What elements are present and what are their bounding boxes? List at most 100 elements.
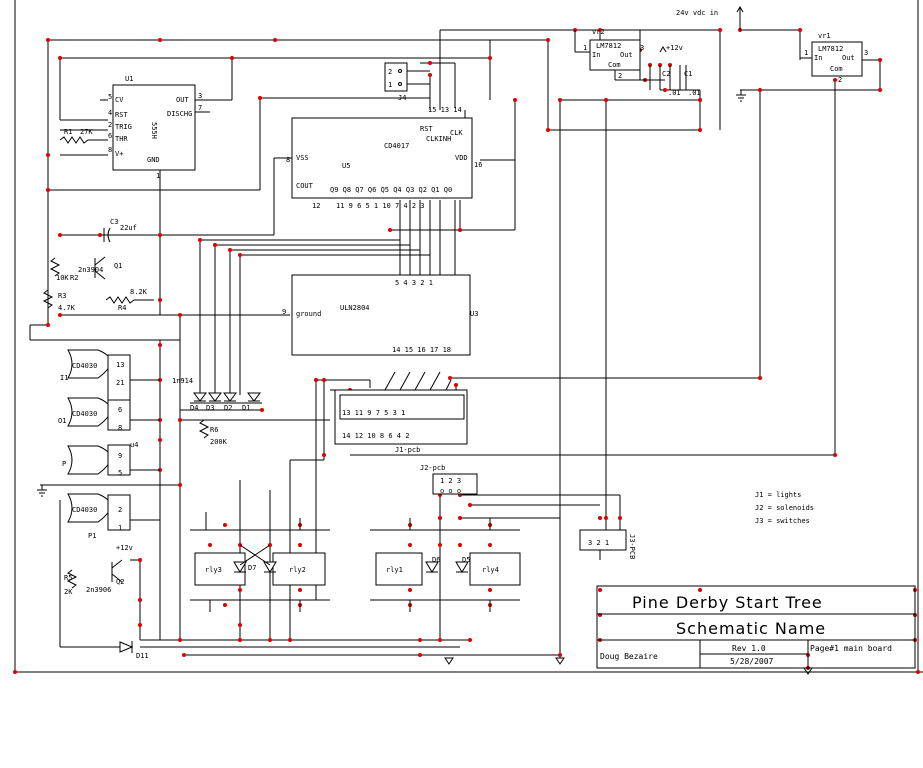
junctions	[13, 28, 920, 674]
power-input: 24v vdc in	[676, 6, 744, 30]
svg-text:RST: RST	[115, 111, 128, 119]
svg-text:Out: Out	[620, 51, 633, 59]
svg-text:16: 16	[474, 161, 482, 169]
j4: 2 1 J4	[384, 62, 430, 102]
svg-text:Out: Out	[842, 54, 855, 62]
svg-text:R3: R3	[58, 292, 66, 300]
title-block: Pine Derby Start Tree Schematic Name Dou…	[596, 585, 916, 669]
svg-text:3: 3	[640, 44, 644, 52]
supply-label: 24v vdc in	[676, 9, 718, 17]
svg-text:LM7812: LM7812	[596, 42, 621, 50]
svg-text:4: 4	[108, 109, 112, 117]
svg-text:2: 2	[618, 72, 622, 80]
revision: Rev 1.0	[732, 644, 766, 653]
svg-text:P: P	[62, 460, 66, 468]
date: 5/28/2007	[730, 657, 774, 666]
project-title: Pine Derby Start Tree	[632, 593, 823, 612]
svg-text:27K: 27K	[80, 128, 93, 136]
svg-text:C3: C3	[110, 218, 118, 226]
author: Doug Bezaire	[600, 652, 658, 661]
svg-text:U1: U1	[125, 75, 133, 83]
svg-text:J4: J4	[398, 94, 406, 102]
svg-text:3 2 1: 3 2 1	[588, 539, 609, 547]
svg-text:14 12 10 8 6 4 2: 14 12 10 8 6 4 2	[342, 432, 409, 440]
svg-text:VSS: VSS	[296, 154, 309, 162]
svg-text:Com: Com	[830, 65, 843, 73]
svg-text:R2: R2	[70, 274, 78, 282]
svg-text:1: 1	[804, 49, 808, 57]
legend: J1 = lights J2 = solenoids J3 = switches	[755, 491, 814, 525]
svg-text:J2-pcb: J2-pcb	[420, 464, 445, 472]
r1: R1 27K	[59, 128, 96, 144]
svg-text:D6: D6	[432, 556, 440, 564]
svg-text:3: 3	[198, 92, 202, 100]
svg-text:+12v: +12v	[116, 544, 133, 552]
svg-text:CD4030: CD4030	[72, 506, 97, 514]
svg-text:6: 6	[118, 406, 122, 414]
svg-text:Q1: Q1	[114, 262, 122, 270]
svg-text:O1: O1	[58, 417, 66, 425]
svg-text:TRIG: TRIG	[115, 123, 132, 131]
svg-text:CV: CV	[115, 96, 124, 104]
svg-text:D11: D11	[136, 652, 149, 660]
svg-text:D7: D7	[248, 564, 256, 572]
svg-text:15 13 14: 15 13 14	[428, 106, 462, 114]
u5-cd4017: U5 CD4017 RST CLKINH CLK VSS VDD COUT Q9…	[286, 106, 482, 210]
svg-text:2: 2	[838, 76, 842, 84]
svg-text:P1: P1	[88, 532, 96, 540]
schematic-name: Schematic Name	[676, 619, 826, 638]
svg-text:9: 9	[118, 452, 122, 460]
svg-text:Q2: Q2	[116, 578, 124, 586]
svg-text:8: 8	[286, 156, 290, 164]
svg-text:R6: R6	[210, 426, 218, 434]
svg-text:9: 9	[282, 308, 286, 316]
svg-text:U5: U5	[342, 162, 350, 170]
svg-text:I1: I1	[60, 374, 68, 382]
svg-text:vr1: vr1	[818, 32, 831, 40]
svg-text:.01: .01	[668, 89, 681, 97]
svg-text:1: 1	[156, 172, 160, 180]
svg-text:1 2 3: 1 2 3	[440, 477, 461, 485]
svg-text:13: 13	[116, 361, 124, 369]
wiring	[29, 29, 881, 658]
svg-text:C2: C2	[662, 70, 670, 78]
svg-text:8: 8	[118, 424, 122, 432]
svg-text:2K: 2K	[64, 588, 73, 596]
svg-text:555H: 555H	[150, 122, 158, 139]
page-label: Page#1 main board	[810, 644, 892, 653]
svg-text:J3 = switches: J3 = switches	[755, 517, 810, 525]
svg-text:CD4030: CD4030	[72, 362, 97, 370]
svg-text:1n914: 1n914	[172, 377, 193, 385]
svg-text:+12v: +12v	[666, 44, 683, 52]
svg-text:vr2: vr2	[592, 28, 605, 36]
svg-text:D2: D2	[224, 404, 232, 412]
u3-uln2804: ULN2804 U3 ground 9 5 4 3 2 1 14 15 16 1…	[282, 274, 478, 356]
svg-text:D1: D1	[242, 404, 250, 412]
svg-text:ULN2804: ULN2804	[340, 304, 370, 312]
svg-text:C1: C1	[684, 70, 692, 78]
svg-text:12: 12	[312, 202, 320, 210]
svg-text:Com: Com	[608, 61, 621, 69]
svg-text:rly1: rly1	[386, 566, 403, 574]
svg-text:.01: .01	[688, 89, 701, 97]
diodes-1n914: 1n914 D4 D3 D2 D1	[172, 377, 262, 412]
svg-text:CLKINH: CLKINH	[426, 135, 451, 143]
j2-connector: J2-pcb 1 2 3 o o o	[420, 464, 478, 495]
svg-text:8: 8	[108, 146, 112, 154]
svg-text:7: 7	[198, 104, 202, 112]
svg-text:1: 1	[583, 44, 587, 52]
svg-text:CLK: CLK	[450, 129, 463, 137]
svg-text:22uf: 22uf	[120, 224, 137, 232]
svg-text:u4: u4	[130, 441, 138, 449]
frame-lines	[14, 0, 923, 673]
r6: R6 200K	[198, 419, 228, 446]
vr1-regulator: vr1 LM7812 In Out Com 1 3 2	[800, 32, 868, 84]
svg-text:5: 5	[108, 93, 112, 101]
q2-r5-d11: +12v Q2 2n3906 R5 2K D11	[64, 544, 149, 660]
svg-text:o o o: o o o	[440, 487, 461, 495]
svg-text:10K: 10K	[56, 274, 69, 282]
svg-text:In: In	[592, 51, 600, 59]
svg-text:2: 2	[108, 121, 112, 129]
svg-text:CD4030: CD4030	[72, 410, 97, 418]
